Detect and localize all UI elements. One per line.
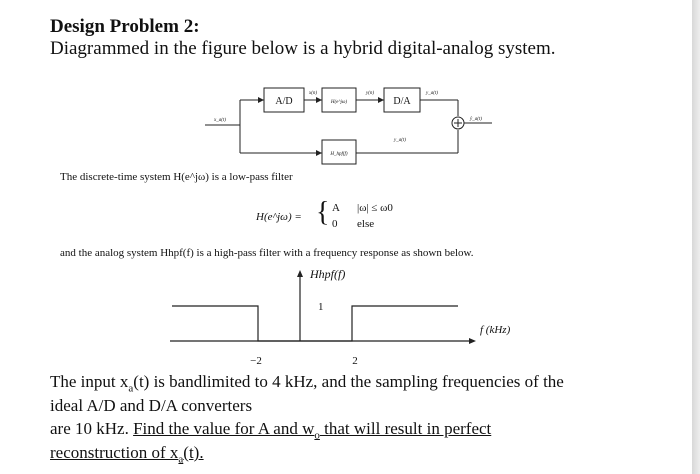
case2-value: 0 [332, 218, 338, 230]
piecewise-brace: { [316, 197, 330, 228]
lowpass-filter-label: H(e^jω) [330, 100, 348, 105]
response-curve [172, 305, 458, 342]
question-line-2: ideal A/D and D/A converters [50, 396, 253, 415]
problem-title: Design Problem 2: [50, 16, 200, 37]
question-line-4: reconstruction of xa(t). [50, 443, 204, 466]
problem-intro: Diagrammed in the figure below is a hybr… [50, 38, 556, 59]
case2-condition: else [357, 218, 375, 230]
hpf-output-label: y_a(t) [393, 138, 406, 143]
tick-label-right: 2 [352, 355, 358, 367]
filter-equation-lhs: H(e^jω) = [256, 211, 302, 223]
da-label: D/A [393, 96, 411, 107]
lowpass-description: The discrete-time system H(e^jω) is a lo… [60, 171, 293, 183]
page-edge-shadow [692, 0, 700, 474]
highpass-filter-label: H_hpf(f) [329, 152, 348, 157]
output-signal-label: ŷ_a(t) [469, 117, 482, 122]
highpass-description: and the analog system Hhpf(f) is a high-… [60, 247, 474, 259]
yn-signal-label: y(n) [365, 91, 374, 96]
xn-signal-label: x(n) [308, 91, 317, 96]
input-signal-label: x_a(t) [213, 118, 226, 123]
question-line-1: The input xa(t) is bandlimited to 4 kHz,… [50, 372, 564, 395]
case1-condition: |ω| ≤ ω0 [357, 202, 393, 214]
tick-label-left: −2 [250, 355, 262, 367]
ya-signal-label: y_a(t) [425, 91, 438, 96]
question-line-3: are 10 kHz. Find the value for A and wo … [50, 419, 492, 442]
highpass-response-plot: Hhpf(f) f (kHz) 1 −2 2 [170, 267, 511, 367]
frequency-axis-label: f (kHz) [480, 324, 511, 336]
response-y-label: Hhpf(f) [309, 267, 345, 281]
ad-label: A/D [275, 96, 292, 107]
highpass-filter-block [321, 139, 357, 165]
block-diagram: A/D D/A H(e^jω) H_hpf(f) x_a(t) x(n) y(n… [205, 87, 492, 165]
case1-value: A [332, 202, 340, 214]
response-level-label: 1 [318, 301, 324, 313]
